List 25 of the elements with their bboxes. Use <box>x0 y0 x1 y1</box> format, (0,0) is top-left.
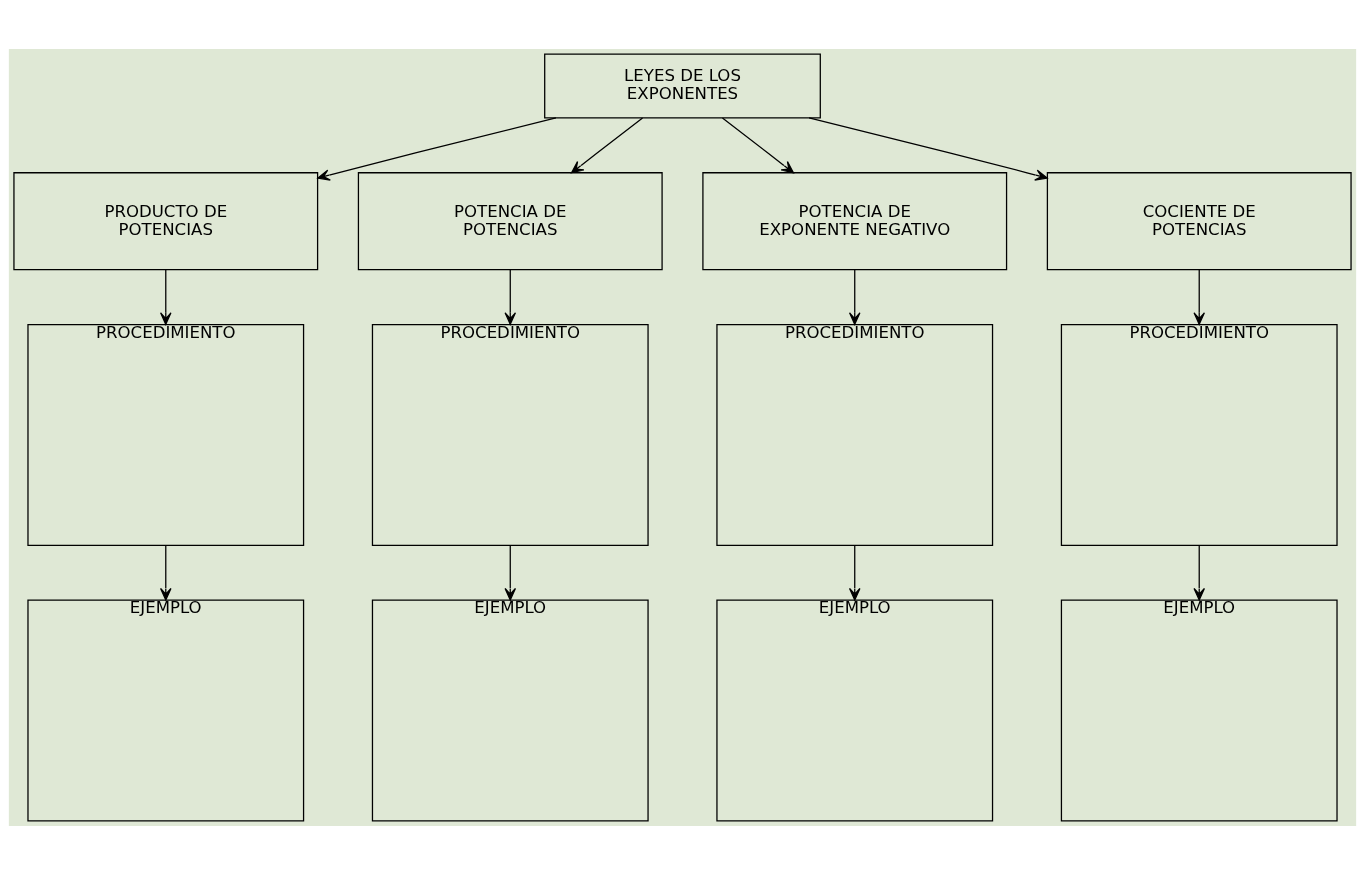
node-box: PROCEDIMIENTO <box>27 323 305 546</box>
arrow <box>848 269 861 325</box>
arrow <box>504 269 517 325</box>
node-box: PROCEDIMIENTO <box>371 323 649 546</box>
node-box: PRODUCTO DE POTENCIAS <box>13 172 319 271</box>
arrow <box>721 117 795 174</box>
arrow <box>159 544 172 601</box>
node-box: LEYES DE LOS EXPONENTES <box>544 53 821 119</box>
node-box: EJEMPLO <box>27 599 305 822</box>
arrow <box>317 117 557 181</box>
arrow <box>848 544 861 601</box>
arrow <box>1193 544 1206 601</box>
arrow <box>159 269 172 325</box>
node-box: PROCEDIMIENTO <box>1060 323 1338 546</box>
arrow <box>1193 269 1206 325</box>
node-box: POTENCIA DE EXPONENTE NEGATIVO <box>702 172 1008 271</box>
node-box: COCIENTE DE POTENCIAS <box>1046 172 1352 271</box>
arrow <box>808 117 1048 181</box>
node-box: POTENCIA DE POTENCIAS <box>357 172 663 271</box>
node-box: PROCEDIMIENTO <box>716 323 994 546</box>
node-box: EJEMPLO <box>371 599 649 822</box>
arrow <box>570 117 644 174</box>
node-box: EJEMPLO <box>1060 599 1338 822</box>
node-box: EJEMPLO <box>716 599 994 822</box>
arrow <box>504 544 517 601</box>
